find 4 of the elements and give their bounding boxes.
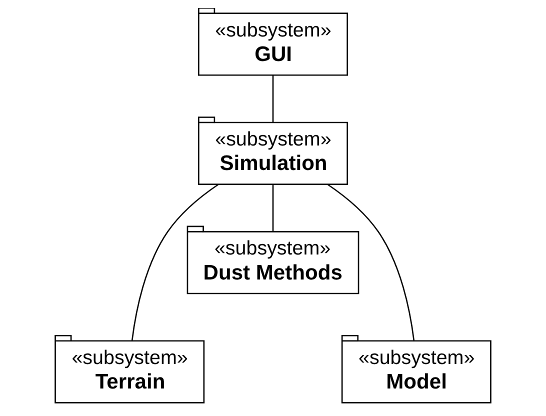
connector [327,184,415,341]
connector [131,184,219,341]
connector [272,184,274,232]
connector [272,75,274,122]
